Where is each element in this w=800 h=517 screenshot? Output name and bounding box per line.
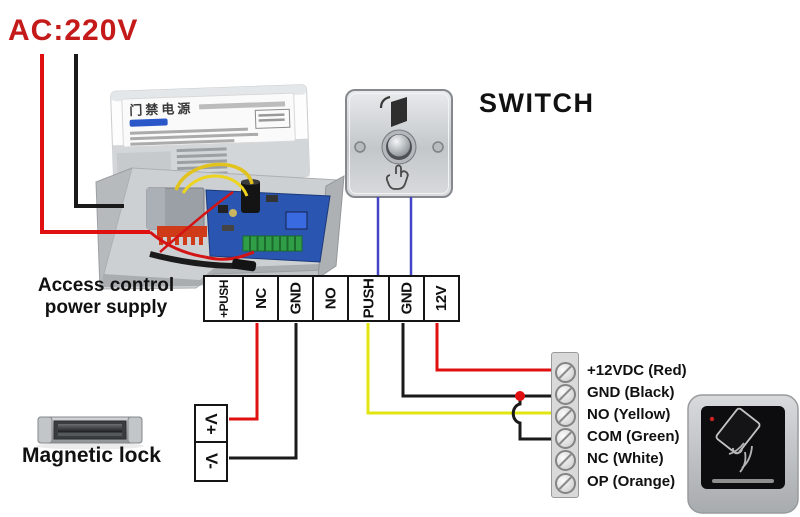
press-hand-icon bbox=[385, 164, 409, 190]
junction-dot bbox=[515, 391, 525, 401]
controller-terminal-label-com: COM (Green) bbox=[587, 428, 680, 445]
switch-label: SWITCH bbox=[479, 88, 595, 118]
capacitor bbox=[241, 180, 260, 213]
access-controller-photo bbox=[687, 394, 799, 514]
led-dot bbox=[709, 416, 715, 422]
gnd-com-jumper-wire bbox=[511, 396, 556, 441]
controller-caption-text bbox=[712, 479, 774, 483]
screw-gnd[interactable] bbox=[555, 383, 576, 405]
screw-hole-left bbox=[354, 141, 366, 153]
terminal-plus-push[interactable]: +PUSH bbox=[203, 275, 245, 322]
psu-terminal-strip: +PUSH NC GND NO PUSH GND 12V bbox=[203, 275, 461, 322]
controller-terminal-label-12vdc: +12VDC (Red) bbox=[587, 362, 687, 379]
terminal-v-plus[interactable]: V+ bbox=[194, 404, 228, 443]
psu-chassis bbox=[95, 162, 345, 290]
terminal-v-minus[interactable]: V- bbox=[194, 440, 228, 482]
magnetic-lock-label: Magnetic lock bbox=[22, 444, 161, 467]
exit-switch-photo bbox=[345, 89, 453, 198]
controller-terminal-label-gnd: GND (Black) bbox=[587, 384, 675, 401]
12v-wire bbox=[435, 323, 556, 372]
lock-positive-wire bbox=[229, 323, 259, 421]
card-swipe-graphic bbox=[709, 407, 761, 473]
screw-com[interactable] bbox=[555, 427, 576, 449]
controller-terminal-label-no: NO (Yellow) bbox=[587, 406, 671, 423]
screw-12vdc[interactable] bbox=[555, 361, 576, 383]
power-supply-unit-photo bbox=[95, 84, 345, 290]
screw-op[interactable] bbox=[555, 472, 576, 494]
ac-live-wire bbox=[40, 54, 150, 234]
terminal-gnd-1[interactable]: GND bbox=[277, 275, 315, 322]
pcb-terminal-row bbox=[242, 235, 303, 252]
screw-hole-right bbox=[432, 141, 444, 153]
controller-terminal-label-op: OP (Orange) bbox=[587, 473, 676, 490]
push-no-wire bbox=[366, 323, 556, 415]
door-icon bbox=[379, 95, 407, 127]
magnetic-lock-photo bbox=[36, 416, 144, 450]
terminal-push[interactable]: PUSH bbox=[346, 275, 391, 322]
terminal-12v[interactable]: 12V bbox=[422, 275, 461, 322]
power-supply-label-line2: power supply bbox=[44, 297, 168, 318]
screw-nc[interactable] bbox=[555, 449, 576, 471]
power-supply-label-line1: Access control bbox=[37, 275, 175, 296]
trimmer bbox=[285, 211, 308, 230]
psu-brand-logo bbox=[129, 118, 168, 127]
controller-terminal-label-nc: NC (White) bbox=[587, 450, 664, 467]
ac-power-label: AC:220V bbox=[8, 14, 139, 47]
terminal-no[interactable]: NO bbox=[311, 275, 350, 322]
terminal-nc[interactable]: NC bbox=[242, 275, 280, 322]
controller-terminal-block bbox=[551, 352, 579, 498]
lock-terminal-block: V+ V- bbox=[194, 404, 228, 482]
gnd-wire bbox=[401, 323, 556, 398]
psu-unit-chinese-label: 门禁电源 bbox=[129, 100, 194, 118]
terminal-gnd-2[interactable]: GND bbox=[387, 275, 426, 322]
ac-neutral-wire bbox=[74, 54, 124, 208]
lock-negative-wire bbox=[229, 323, 298, 460]
wires bbox=[40, 54, 556, 460]
screw-no[interactable] bbox=[555, 405, 576, 427]
power-supply-label: Access control power supply bbox=[10, 275, 202, 319]
push-button[interactable] bbox=[381, 129, 417, 165]
